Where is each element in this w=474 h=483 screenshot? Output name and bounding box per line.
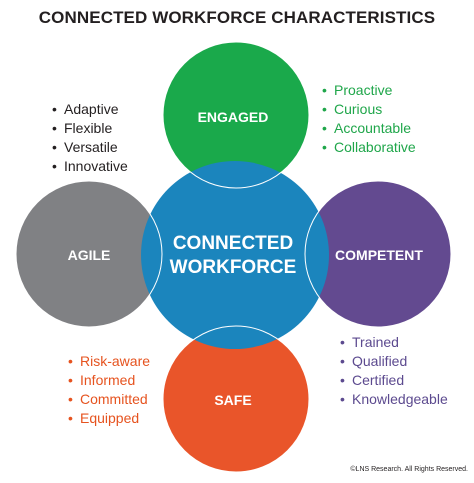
agile-circle [16, 181, 162, 327]
copyright-notice: ©LNS Research. All Rights Reserved. [350, 466, 468, 473]
engaged-trait: Accountable [322, 119, 416, 138]
competent-outline [304, 180, 452, 328]
center-label-line2: WORKFORCE [170, 257, 297, 278]
engaged-trait: Curious [322, 100, 416, 119]
engaged-trait: Collaborative [322, 138, 416, 157]
agile-trait: Versatile [52, 138, 128, 157]
agile-trait: Adaptive [52, 100, 128, 119]
overlap-outlines [15, 41, 452, 473]
engaged-circle [163, 42, 309, 188]
competent-trait: Knowledgeable [340, 390, 448, 409]
page-title: CONNECTED WORKFORCE CHARACTERISTICS [38, 8, 436, 27]
safe-trait: Equipped [68, 409, 150, 428]
competent-label: COMPETENT [335, 247, 423, 263]
engaged-traits-list: Proactive Curious Accountable Collaborat… [322, 81, 416, 157]
agile-outline [15, 180, 163, 328]
competent-circle [305, 181, 451, 327]
agile-trait: Innovative [52, 157, 128, 176]
safe-trait: Informed [68, 371, 150, 390]
engaged-trait: Proactive [322, 81, 416, 100]
competent-trait: Qualified [340, 352, 448, 371]
engaged-label: ENGAGED [198, 109, 269, 125]
competent-trait: Certified [340, 371, 448, 390]
agile-trait: Flexible [52, 119, 128, 138]
safe-trait: Risk-aware [68, 352, 150, 371]
agile-label: AGILE [68, 247, 111, 263]
agile-traits-list: Adaptive Flexible Versatile Innovative [52, 100, 128, 176]
engaged-outline [162, 41, 310, 189]
competent-trait: Trained [340, 333, 448, 352]
safe-label: SAFE [214, 392, 251, 408]
connected-workforce-circle [141, 161, 329, 349]
safe-traits-list: Risk-aware Informed Committed Equipped [68, 352, 150, 428]
competent-traits-list: Trained Qualified Certified Knowledgeabl… [340, 333, 448, 409]
safe-circle [163, 326, 309, 472]
center-label-line1: CONNECTED [173, 233, 293, 254]
safe-trait: Committed [68, 390, 150, 409]
safe-outline [162, 325, 310, 473]
